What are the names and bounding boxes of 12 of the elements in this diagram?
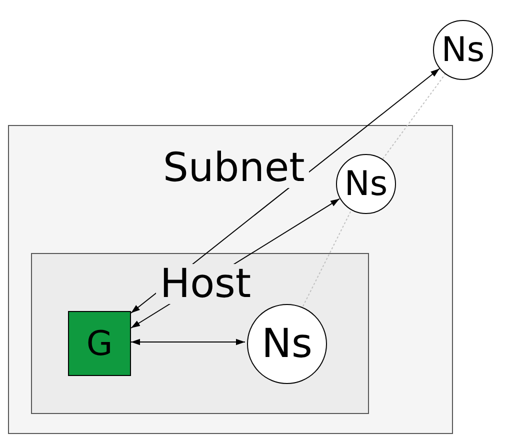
region-box: [31, 253, 369, 414]
connector: [130, 338, 246, 346]
connector: [382, 74, 446, 160]
node-label: Ns: [441, 33, 485, 67]
connector: [302, 209, 352, 307]
region-box: [8, 125, 453, 434]
node-label: G: [86, 326, 113, 360]
connector: [130, 198, 340, 328]
connector: [130, 68, 440, 314]
node-label: Ns: [262, 324, 312, 364]
node-label: Ns: [344, 167, 388, 201]
node-square: [68, 311, 131, 376]
